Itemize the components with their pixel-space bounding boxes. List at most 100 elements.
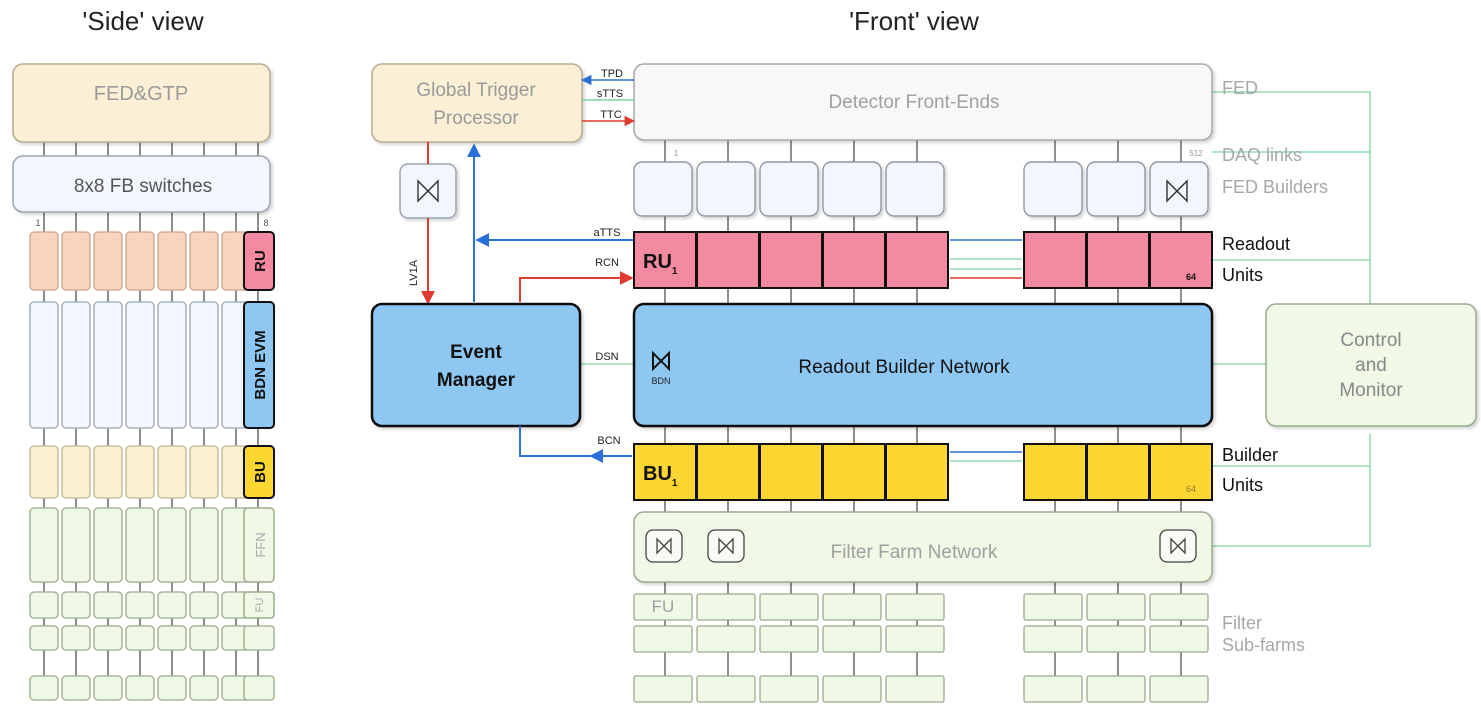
side-fed-gtp-box: [12, 63, 271, 143]
builder-unit-box: [1086, 443, 1150, 501]
fed-builder-box: [696, 161, 756, 217]
filter-unit-box: [633, 675, 693, 703]
bcn-arrow: [519, 426, 592, 457]
readout-unit-box: [759, 231, 823, 289]
side-bu-cell: [189, 445, 219, 499]
fu-box-label: FU: [652, 597, 675, 616]
filter-unit-box: [633, 625, 693, 653]
side-fb-switches-box: [12, 155, 271, 213]
side-ru-cell: [125, 231, 155, 291]
label-filter: Filter: [1222, 613, 1262, 633]
filter-unit-box: [822, 625, 882, 653]
label-fed: FED: [1222, 78, 1258, 98]
control-monitor-line2: and: [1355, 355, 1387, 376]
side-fu-cell: [157, 625, 187, 651]
front-view-title: 'Front' view: [849, 6, 979, 36]
event-manager-label-line1: Event: [450, 342, 502, 363]
readout-unit-box: [696, 231, 760, 289]
side-bu-label: BU: [252, 461, 269, 483]
side-ru-box: [243, 231, 275, 291]
control-monitor-line1: Control: [1340, 330, 1401, 351]
filter-unit-box: [1086, 625, 1146, 653]
global-trigger-label-line1: Global Trigger: [416, 80, 536, 101]
ru1-subscript: 1: [672, 266, 678, 277]
filter-unit-box: [1023, 625, 1083, 653]
builder-unit-box: [633, 443, 697, 501]
side-ru-cell: [157, 231, 187, 291]
side-fu-cell: [157, 675, 187, 701]
side-fu-cell: [125, 675, 155, 701]
builder-unit-box: [1023, 443, 1087, 501]
side-fu-cell: [61, 591, 91, 619]
bu1-subscript: 1: [672, 478, 678, 489]
fed-builder-box: [759, 161, 819, 217]
filter-farm-network-label: Filter Farm Network: [831, 542, 998, 563]
side-fu-cell: [157, 591, 187, 619]
rcn-arrow: [519, 271, 634, 302]
side-ffn-cell: [29, 507, 59, 583]
label-sub-farms: Sub-farms: [1222, 635, 1305, 655]
readout-unit-box: [1086, 231, 1150, 289]
side-bu-box: [243, 445, 275, 499]
side-fu-cell: [29, 625, 59, 651]
side-ru-cell: [29, 231, 59, 291]
side-ru-label: RU: [252, 250, 269, 272]
readout-unit-box: [885, 231, 949, 289]
fed-builder-box: [1086, 161, 1146, 217]
filter-unit-box: [1086, 675, 1146, 703]
filter-unit-box: [633, 593, 693, 621]
rcn-label: RCN: [595, 257, 619, 269]
control-lines: [580, 91, 1371, 547]
side-unit-rows: [29, 231, 275, 701]
side-view-title: 'Side' view: [82, 6, 203, 36]
side-bdn-cell: [61, 301, 91, 429]
tpd-label: TPD: [601, 68, 623, 80]
filter-unit-box: [885, 675, 945, 703]
side-bdn-cell: [157, 301, 187, 429]
side-fu-cell: [125, 625, 155, 651]
side-bdn-cell: [125, 301, 155, 429]
filter-unit-box: [1149, 593, 1209, 621]
side-fu-cell: [189, 675, 219, 701]
builder-unit-box: [885, 443, 949, 501]
gtp-switch-icon: [417, 179, 439, 203]
bdn-small-label: BDN: [651, 376, 670, 386]
filter-unit-box: [1023, 593, 1083, 621]
builder-unit-box: [696, 443, 760, 501]
builder-unit-box: [822, 443, 886, 501]
ru64-label: 64: [1186, 272, 1196, 282]
side-ru-cell: [61, 231, 91, 291]
readout-builder-network-label: Readout Builder Network: [798, 357, 1010, 378]
side-bu-cell: [125, 445, 155, 499]
control-monitor-box: [1265, 303, 1477, 427]
stts-label: sTTS: [597, 88, 623, 100]
side-ru-cell: [189, 231, 219, 291]
side-fu-cell: [29, 675, 59, 701]
side-fu-cell: [93, 625, 123, 651]
event-manager-box: [370, 302, 582, 428]
detector-front-ends-label: Detector Front-Ends: [828, 92, 999, 113]
side-bdn-evm-label: BDN EVM: [252, 330, 269, 399]
filter-unit-box: [1149, 675, 1209, 703]
readout-unit-box: [1023, 231, 1087, 289]
side-fed-gtp-label: FED&GTP: [94, 83, 188, 105]
side-col-first: 1: [35, 218, 40, 228]
side-fu-cell: [61, 625, 91, 651]
label-units-ru: Units: [1222, 265, 1263, 285]
dsn-label: DSN: [595, 351, 618, 363]
daq-link-first: 1: [674, 149, 679, 158]
side-ffn-cell: [61, 507, 91, 583]
front-unit-rows: [633, 161, 1213, 703]
side-ffn-label: FFN: [253, 532, 268, 557]
bu64-label: 64: [1186, 484, 1196, 494]
filter-unit-box: [759, 593, 819, 621]
filter-unit-box: [1149, 625, 1209, 653]
filter-unit-box: [696, 625, 756, 653]
side-ru-cell: [93, 231, 123, 291]
lv1a-label: LV1A: [408, 259, 420, 286]
front-view: Global Trigger Processor Detector Front-…: [370, 63, 1477, 703]
side-col-last: 8: [263, 218, 268, 228]
global-trigger-processor-box: [371, 63, 583, 143]
filter-unit-box: [822, 675, 882, 703]
